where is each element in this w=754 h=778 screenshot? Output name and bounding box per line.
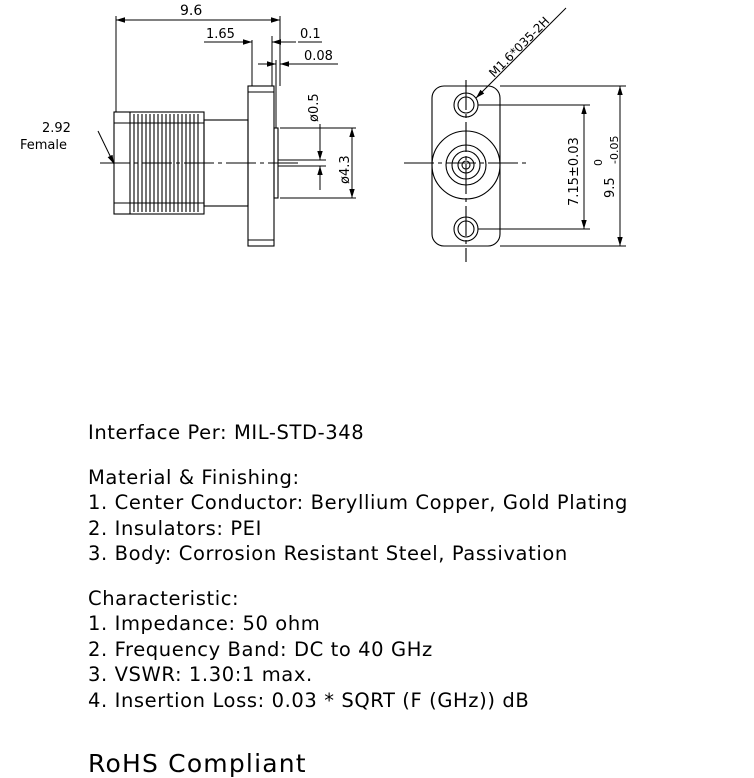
rohs-label: RoHS Compliant	[88, 749, 307, 778]
material-heading: Material & Finishing:	[88, 465, 300, 489]
material-item: 1. Center Conductor: Beryllium Copper, G…	[88, 491, 629, 514]
interface-outer	[431, 130, 501, 200]
notes-block: Interface Per: MIL-STD-348 Material & Fi…	[88, 420, 628, 713]
dim-interface-gender: Female	[20, 138, 67, 153]
material-item: 3. Body: Corrosion Resistant Steel, Pass…	[88, 542, 568, 565]
dim-thread-spec: M1.6*035-2H	[486, 14, 552, 80]
material-item: 2. Insulators: PEI	[88, 516, 262, 540]
dim-flange-height-tol-lower: -0.05	[608, 136, 621, 164]
characteristic-item: 2. Frequency Band: DC to 40 GHz	[88, 637, 433, 661]
dim-pin-recess: 0.1	[300, 27, 321, 42]
flange	[247, 85, 275, 247]
characteristic-item: 4. Insertion Loss: 0.03 * SQRT (F (GHz))…	[88, 688, 530, 712]
dim-insulator-diameter: ø4.3	[338, 155, 353, 184]
front-dimensions	[475, 7, 626, 247]
thread-lines	[133, 114, 199, 212]
connector-drawing: 9.6 1.65 0.1 0.08 ø0.5 ø4.3 2.92 Female …	[20, 3, 626, 262]
characteristic-item: 3. VSWR: 1.30:1 max.	[88, 663, 313, 686]
center-pin	[457, 156, 475, 174]
characteristic-item: 1. Impedance: 50 ohm	[88, 612, 321, 635]
dim-flange-offset: 1.65	[206, 27, 235, 42]
dim-flange-height-tol-upper: 0	[592, 159, 605, 166]
front-view	[404, 80, 530, 262]
dim-pin-recess-2: 0.08	[304, 49, 333, 64]
dim-hole-spacing: 7.15±0.03	[567, 137, 582, 206]
side-view	[100, 85, 300, 247]
dim-interface-size: 2.92	[42, 121, 71, 136]
characteristic-heading: Characteristic:	[88, 586, 240, 610]
interface-note: Interface Per: MIL-STD-348	[88, 421, 365, 444]
dim-flange-height: 9.5	[603, 177, 618, 198]
dim-overall-length: 9.6	[180, 3, 202, 19]
dim-pin-diameter: ø0.5	[307, 93, 322, 122]
